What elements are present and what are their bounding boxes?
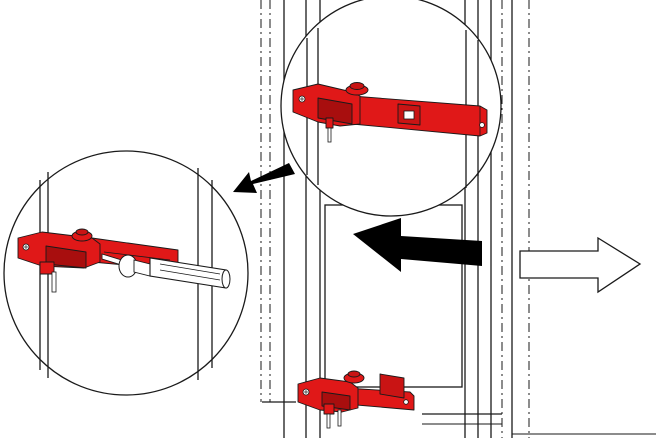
bolt-shaft [337,409,342,427]
bolt-shaft [51,271,57,293]
left-detail-circle [3,150,249,396]
bottom-mounting-bracket [297,370,415,429]
mounting-bracket [292,82,488,143]
bolt-head [39,261,55,275]
screw-hole-icon [403,399,409,405]
push-arrow-icon [353,218,482,272]
slider-window [403,110,415,120]
screw-hole-icon [479,122,485,128]
bracket-slider [379,373,405,399]
bolt-head [325,117,334,129]
bolt-head [323,403,335,415]
top-detail-circle [280,0,502,217]
window-frame [260,0,656,438]
slide-arrow-icon [519,236,642,294]
detail-arrow-icon [233,163,295,193]
bolt-shaft [326,413,331,429]
bolt-shaft [327,127,332,143]
screwdriver-icon [101,253,231,289]
